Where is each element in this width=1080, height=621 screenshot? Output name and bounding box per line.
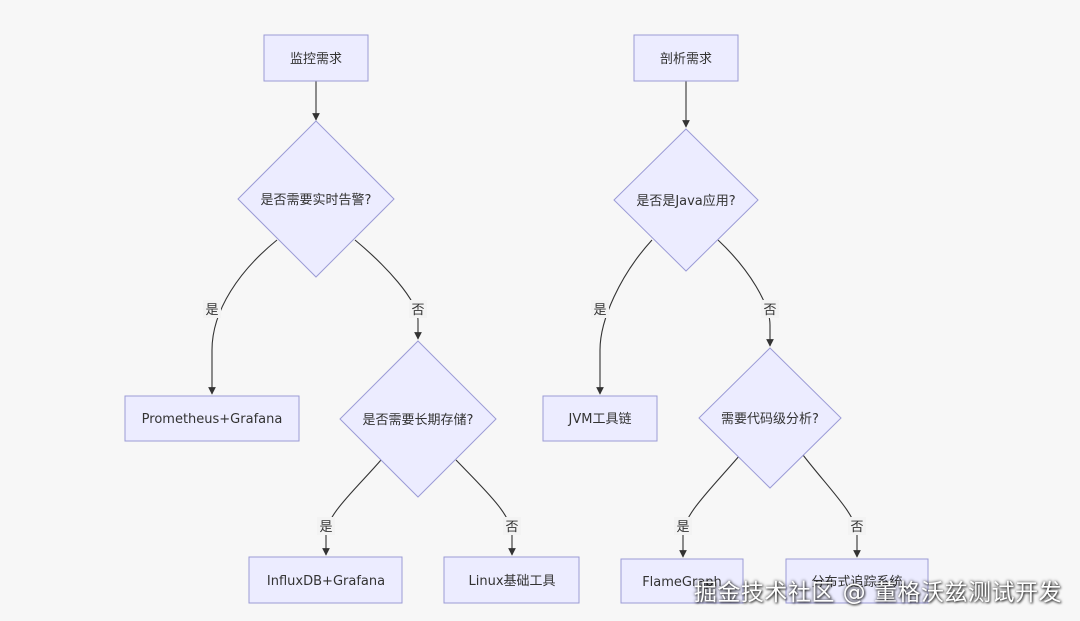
edge-storage-no	[455, 459, 516, 556]
svg-text:是: 是	[676, 520, 689, 535]
node-distributed-tracing[interactable]: 分布式追踪系统	[785, 558, 929, 604]
edge-alert-no	[354, 239, 422, 340]
svg-text:FlameGraph: FlameGraph	[642, 575, 722, 590]
svg-text:剖析需求: 剖析需求	[660, 52, 712, 67]
svg-text:JVM工具链: JVM工具链	[568, 412, 632, 427]
edge-code-no	[802, 454, 861, 558]
svg-text:Linux基础工具: Linux基础工具	[468, 574, 555, 589]
edge-label-alert-no: 否	[409, 300, 427, 318]
svg-text:是否需要长期存储?: 是否需要长期存储?	[363, 413, 474, 428]
svg-text:否: 否	[411, 303, 424, 318]
node-influxdb-grafana[interactable]: InfluxDB+Grafana	[248, 556, 403, 604]
edge-java-no	[717, 239, 774, 347]
edge-code-yes	[679, 454, 741, 558]
edge-storage-yes	[322, 459, 382, 556]
svg-text:是否是Java应用?: 是否是Java应用?	[636, 193, 735, 209]
edge-label-java-yes: 是	[591, 300, 609, 318]
edge-java-yes	[596, 239, 653, 395]
svg-text:Prometheus+Grafana: Prometheus+Grafana	[142, 412, 283, 427]
svg-text:需要代码级分析?: 需要代码级分析?	[721, 412, 819, 427]
svg-text:否: 否	[505, 520, 518, 535]
node-long-storage-question[interactable]: 是否需要长期存储?	[339, 340, 497, 498]
edge-label-java-no: 否	[761, 300, 779, 318]
edge-label-alert-yes: 是	[203, 300, 221, 318]
node-java-app-question[interactable]: 是否是Java应用?	[613, 128, 759, 272]
edge-label-storage-yes: 是	[317, 517, 335, 535]
node-linux-tools[interactable]: Linux基础工具	[443, 556, 580, 604]
node-prometheus-grafana[interactable]: Prometheus+Grafana	[124, 395, 300, 442]
edge-label-storage-no: 否	[503, 517, 521, 535]
node-realtime-alert-question[interactable]: 是否需要实时告警?	[237, 120, 395, 278]
edge-label-code-yes: 是	[674, 517, 692, 535]
edge-alert-yes	[208, 239, 278, 395]
svg-text:是: 是	[319, 520, 332, 535]
node-jvm-toolchain[interactable]: JVM工具链	[542, 395, 658, 442]
node-flamegraph[interactable]: FlameGraph	[620, 558, 744, 604]
svg-text:是否需要实时告警?: 是否需要实时告警?	[261, 192, 372, 208]
svg-text:监控需求: 监控需求	[290, 52, 342, 67]
svg-text:分布式追踪系统: 分布式追踪系统	[811, 574, 902, 590]
node-monitor-need[interactable]: 监控需求	[263, 34, 369, 82]
node-profile-need[interactable]: 剖析需求	[633, 34, 739, 82]
svg-text:否: 否	[763, 303, 776, 318]
svg-text:否: 否	[850, 520, 863, 535]
svg-text:是: 是	[593, 303, 606, 318]
watermark: 掘金技术社区 @ 董格沃兹测试开发	[693, 580, 1062, 606]
svg-text:是: 是	[205, 303, 218, 318]
node-code-level-question[interactable]: 需要代码级分析?	[698, 347, 842, 489]
svg-text:InfluxDB+Grafana: InfluxDB+Grafana	[267, 574, 385, 589]
edge-label-code-no: 否	[848, 517, 866, 535]
